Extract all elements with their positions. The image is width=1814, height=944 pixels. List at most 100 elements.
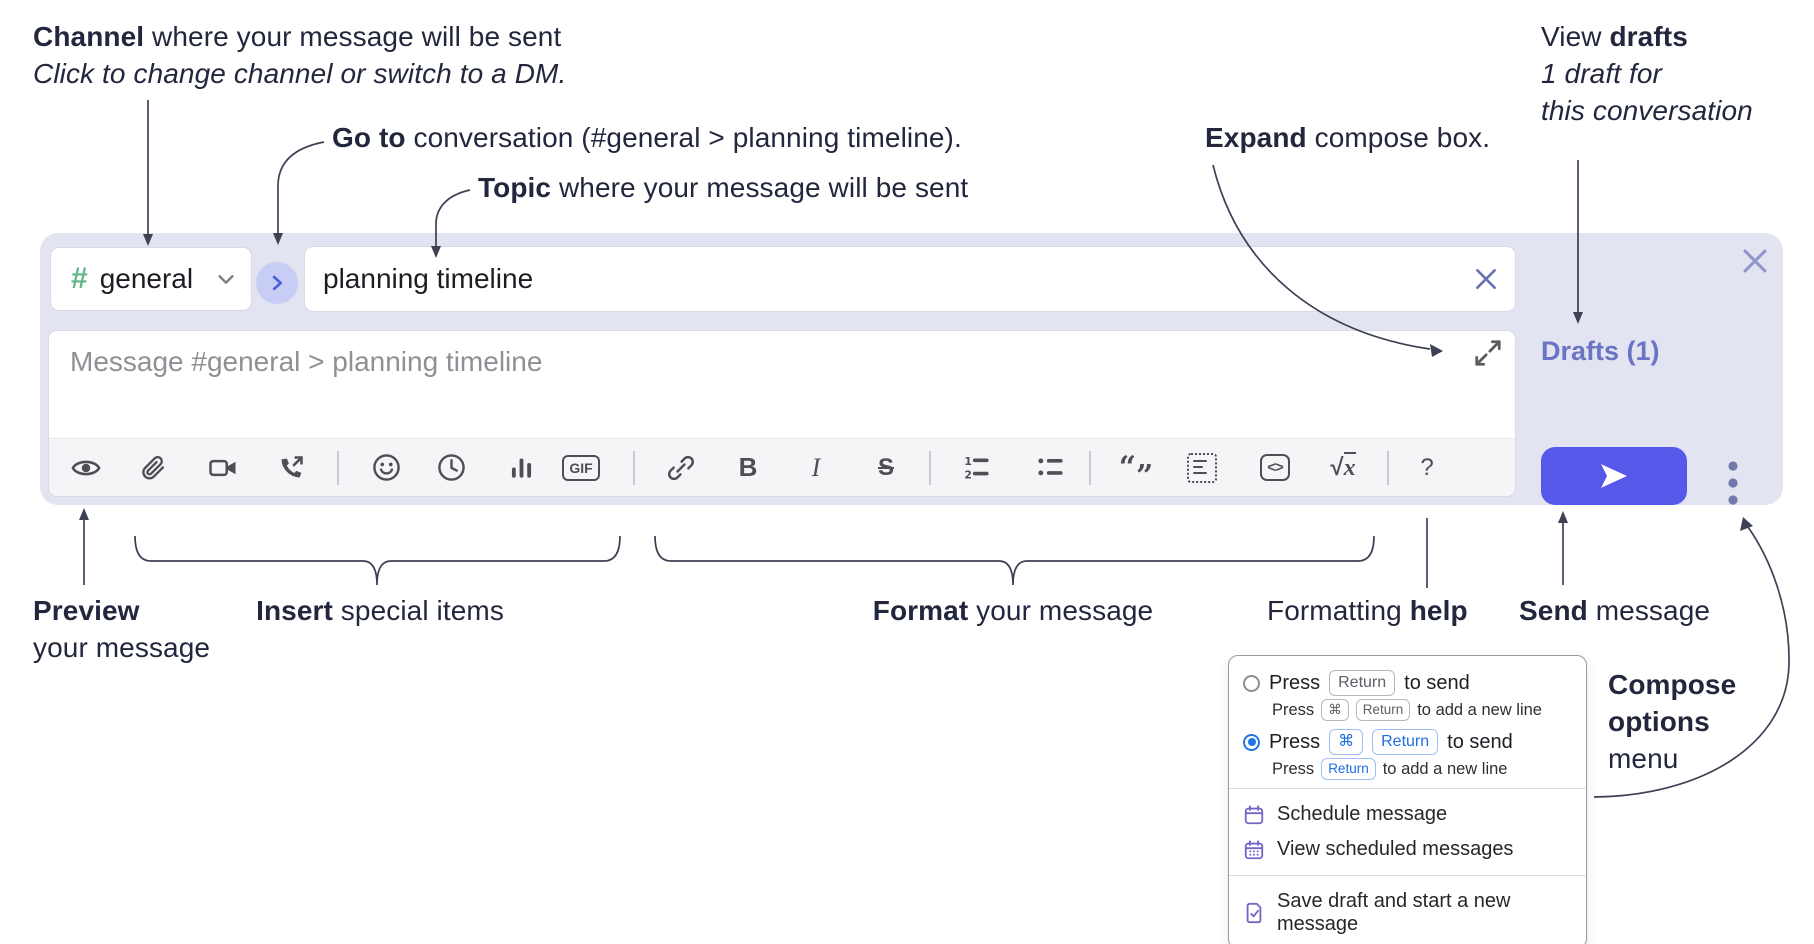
radio-selected-icon[interactable] bbox=[1243, 733, 1260, 751]
compose-options-menu: Press Return to send Press ⌘ Return to a… bbox=[1228, 655, 1587, 944]
bold-button[interactable]: B bbox=[728, 448, 768, 488]
expand-compose-icon[interactable] bbox=[1473, 338, 1503, 368]
send-icon bbox=[1601, 464, 1627, 488]
compose-panel: # general planning timeline Message #gen… bbox=[40, 233, 1783, 505]
send-option-cmd-return[interactable]: Press ⌘ Return to send bbox=[1243, 729, 1570, 755]
annotation-topic-bold: Topic bbox=[478, 172, 552, 203]
annotation-help-bold: help bbox=[1409, 595, 1468, 626]
menu-item-save-draft[interactable]: Save draft and start a new message bbox=[1243, 884, 1570, 938]
arrowhead-preview bbox=[79, 508, 89, 520]
link-button[interactable] bbox=[661, 448, 701, 488]
toolbar-divider bbox=[929, 450, 931, 485]
bold-icon: B bbox=[738, 452, 758, 482]
annotation-drafts: View drafts 1 draft for this conversatio… bbox=[1541, 18, 1753, 129]
annotation-expand-bold: Expand bbox=[1205, 122, 1307, 153]
annotation-drafts-bold: drafts bbox=[1609, 21, 1688, 52]
option-subtext: Press bbox=[1272, 700, 1315, 719]
send-button[interactable] bbox=[1541, 447, 1687, 505]
insert-brace bbox=[134, 535, 621, 586]
return-key-chip: Return bbox=[1355, 699, 1411, 721]
emoji-smiley-icon bbox=[372, 454, 400, 481]
return-key-chip: Return bbox=[1372, 729, 1439, 755]
send-option-cmd-return-sub: Press Return to add a new line bbox=[1272, 758, 1570, 780]
option-subtext: Press bbox=[1272, 759, 1315, 778]
compose-toolbar: GIF B I bbox=[49, 438, 1515, 496]
annotation-compose-rest: menu bbox=[1608, 743, 1679, 774]
send-option-return[interactable]: Press Return to send bbox=[1243, 670, 1570, 696]
gif-button[interactable]: GIF bbox=[561, 448, 601, 488]
channel-name: general bbox=[99, 263, 194, 294]
arrowhead-compose-options bbox=[1740, 517, 1753, 531]
arrowhead-send bbox=[1558, 511, 1568, 523]
channel-hash-icon: # bbox=[71, 262, 88, 295]
ordered-list-button[interactable]: 1 2 bbox=[956, 448, 996, 488]
annotation-format-bold: Format bbox=[872, 595, 969, 626]
go-to-conversation-button[interactable] bbox=[256, 262, 298, 304]
bar-chart-icon bbox=[511, 458, 531, 478]
strikethrough-button[interactable]: S bbox=[866, 448, 906, 488]
compose-options-kebab-icon[interactable] bbox=[1726, 459, 1740, 507]
audio-call-button[interactable] bbox=[271, 448, 311, 488]
menu-item-view-scheduled[interactable]: View scheduled messages bbox=[1243, 832, 1570, 867]
message-compose-box[interactable]: Message #general > planning timeline bbox=[48, 330, 1516, 497]
formula-button[interactable]: √x bbox=[1323, 448, 1363, 488]
strikethrough-icon: S bbox=[877, 453, 894, 481]
send-option-return-sub: Press ⌘ Return to add a new line bbox=[1272, 699, 1570, 721]
video-camera-icon bbox=[209, 459, 236, 476]
clear-topic-icon[interactable] bbox=[1473, 266, 1499, 292]
annotation-insert-bold: Insert bbox=[256, 595, 333, 626]
annotation-format: Format your message bbox=[873, 592, 1153, 629]
attach-file-button[interactable] bbox=[133, 448, 173, 488]
annotation-channel-bold: Channel bbox=[33, 21, 145, 52]
menu-item-schedule-message[interactable]: Schedule message bbox=[1243, 797, 1570, 832]
video-clip-button[interactable] bbox=[203, 448, 243, 488]
message-placeholder: Message #general > planning timeline bbox=[70, 346, 543, 377]
formula-icon: √x bbox=[1330, 451, 1356, 481]
annotation-send-bold: Send bbox=[1519, 595, 1588, 626]
drafts-link[interactable]: Drafts (1) bbox=[1541, 336, 1660, 366]
annotation-preview-bold: Preview bbox=[33, 595, 140, 626]
draft-check-icon bbox=[1246, 902, 1262, 924]
annotation-help-normal: Formatting bbox=[1267, 595, 1410, 626]
italic-button[interactable]: I bbox=[796, 448, 836, 488]
option-text: Press bbox=[1269, 671, 1321, 694]
bullet-list-icon bbox=[1037, 458, 1063, 476]
recent-button[interactable] bbox=[431, 448, 471, 488]
topic-input[interactable]: planning timeline bbox=[304, 246, 1516, 312]
gif-icon: GIF bbox=[562, 454, 600, 481]
menu-item-label: View scheduled messages bbox=[1277, 838, 1514, 860]
chevron-down-icon bbox=[218, 275, 234, 284]
channel-selector-button[interactable]: # general bbox=[50, 247, 252, 311]
inline-code-icon: <> bbox=[1260, 454, 1290, 481]
chevron-right-icon bbox=[272, 275, 283, 291]
calendar-icon bbox=[1244, 804, 1264, 824]
radio-unselected-icon[interactable] bbox=[1243, 674, 1260, 692]
annotation-drafts-line2: 1 draft for bbox=[1541, 58, 1662, 89]
option-text: Press bbox=[1269, 730, 1321, 753]
formatting-help-button[interactable]: ? bbox=[1407, 448, 1447, 488]
emoji-button[interactable] bbox=[366, 448, 406, 488]
inline-code-button[interactable]: <> bbox=[1255, 448, 1295, 488]
question-mark-icon: ? bbox=[1420, 453, 1434, 481]
option-subtext: to add a new line bbox=[1417, 700, 1542, 719]
poll-button[interactable] bbox=[501, 448, 541, 488]
cmd-key-chip: ⌘ bbox=[1321, 699, 1349, 721]
close-icon[interactable] bbox=[1738, 244, 1772, 278]
annotation-expand-rest: compose box. bbox=[1306, 122, 1491, 153]
clock-icon bbox=[437, 454, 465, 481]
menu-item-label: Save draft and start a new message bbox=[1277, 890, 1511, 935]
blockquote-button[interactable]: “” bbox=[1116, 448, 1156, 491]
bullet-list-button[interactable] bbox=[1030, 448, 1070, 488]
annotation-expand: Expand compose box. bbox=[1205, 119, 1490, 156]
paperclip-icon bbox=[142, 455, 165, 479]
topic-value: planning timeline bbox=[323, 263, 534, 294]
annotation-goto-rest: conversation (#general > planning timeli… bbox=[405, 122, 962, 153]
annotation-send-rest: message bbox=[1587, 595, 1711, 626]
annotation-drafts-line3: this conversation bbox=[1541, 95, 1753, 126]
preview-button[interactable] bbox=[66, 448, 106, 488]
return-key-chip: Return bbox=[1329, 670, 1396, 696]
annotation-compose-bold2: options bbox=[1608, 706, 1710, 737]
code-block-button[interactable] bbox=[1182, 448, 1222, 488]
annotation-insert-rest: special items bbox=[332, 595, 504, 626]
